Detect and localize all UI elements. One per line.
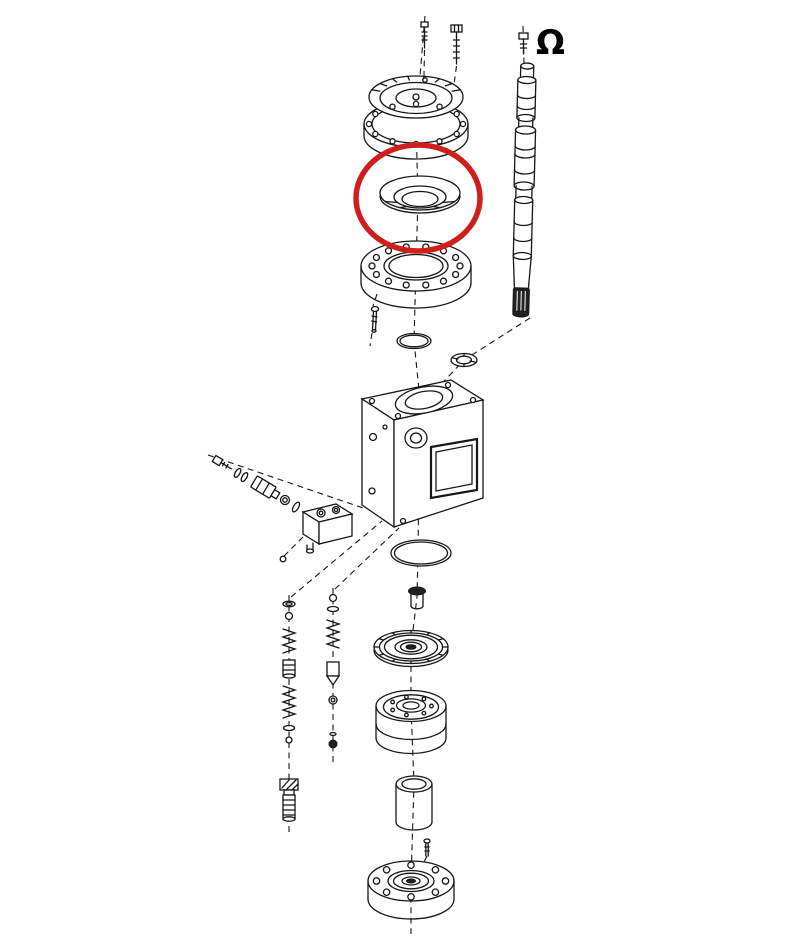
plug bbox=[408, 586, 426, 610]
valve-housing bbox=[360, 379, 485, 529]
shaft-bolt bbox=[518, 32, 529, 55]
spring-kit-left bbox=[279, 600, 299, 822]
cylinder-block bbox=[375, 689, 447, 755]
valve-cover bbox=[368, 75, 464, 119]
highlight-ellipse bbox=[353, 142, 483, 254]
omega-glyph-text: Ω bbox=[536, 23, 565, 63]
bushing bbox=[395, 775, 433, 831]
relief-valve-assembly bbox=[211, 454, 301, 513]
brake-piston bbox=[373, 629, 449, 668]
hex-bolt bbox=[450, 24, 463, 65]
o-ring bbox=[396, 332, 432, 350]
end-cover bbox=[367, 860, 455, 920]
shaft-seal bbox=[450, 352, 478, 368]
cap-screw bbox=[420, 21, 429, 49]
spring-kit-right bbox=[324, 593, 342, 749]
seal-diaphragm bbox=[379, 175, 461, 214]
dowel-bolt bbox=[370, 305, 380, 333]
end-cover-bolt bbox=[423, 838, 431, 857]
omega-icon: Ω bbox=[536, 23, 565, 63]
drive-shaft bbox=[512, 62, 537, 318]
body-o-ring bbox=[390, 539, 452, 567]
manifold-block bbox=[279, 503, 354, 563]
